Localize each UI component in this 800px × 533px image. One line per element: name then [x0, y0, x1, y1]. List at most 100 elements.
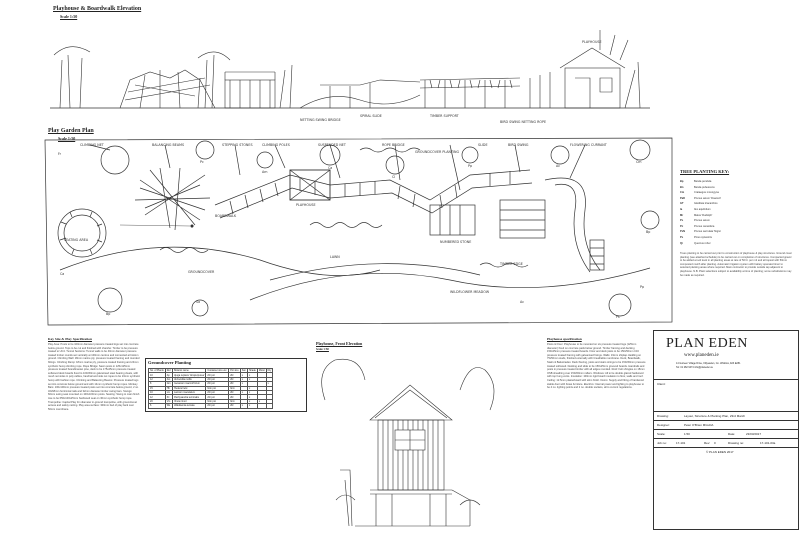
elevation-annotation: TIMBER SUPPORT — [430, 114, 459, 118]
date-label: Date: — [728, 432, 736, 436]
tree-key-name: Quercus robur — [694, 241, 711, 245]
plan-annotation: BIRD SWING — [508, 143, 529, 147]
tree-label: Cm — [636, 160, 642, 164]
tree-key-name: Prunus avium — [694, 219, 710, 223]
tree-key-code: Bn — [680, 185, 684, 189]
plan-annotation: SEATING AREA — [64, 238, 89, 242]
tree-key-code: PaD — [680, 196, 686, 200]
dwg-no-value: 17-101-03a — [760, 441, 776, 445]
tree-key-name: Pinus sylvestris — [694, 236, 712, 239]
title-block: PLAN EDEN www.planeden.ie 14 Gurteen Vil… — [653, 330, 799, 530]
tree-key-code: Ps — [680, 219, 684, 223]
elevation-title: Playhouse & Boardwalk Elevation — [53, 6, 142, 12]
tree-key-item: Bn Betula pubescens — [680, 186, 715, 189]
spec-left-title: Key Site & Play Specification — [48, 337, 92, 341]
scale-label: Scale: — [657, 432, 666, 436]
date-value: 23/03/2017 — [746, 432, 762, 436]
drawing-value: Layout, Structure & Planting Plan, 23rd … — [684, 414, 746, 418]
designer-value: Peter O'Brien MGLDA — [684, 423, 714, 427]
tree-label: Cl — [392, 175, 396, 179]
groundcover-cell: x — [239, 403, 248, 409]
plan-title: Play Garden Plan — [48, 128, 94, 134]
tree-key-name: Prunus avium 'Dowcett' — [694, 196, 721, 200]
elevation-annotation: BIRD SWING NETTING ROPE — [500, 120, 547, 124]
tree-label: Ac — [520, 300, 525, 304]
tree-key-code: Mr — [680, 213, 684, 217]
groundcover-cell: x — [246, 403, 258, 409]
front-elevation-scale: Scale 1:50 — [316, 347, 329, 351]
plan-annotation: LAWN — [330, 255, 340, 259]
drawing-label: Drawing: — [657, 414, 669, 418]
tree-key-code: Cm — [680, 191, 685, 195]
plan-annotation: GROUNDCOVER PLANTING — [415, 150, 460, 154]
groundcover-cell: Waldsteinia ternata — [172, 403, 207, 409]
tree-key-code: Pc — [680, 224, 684, 228]
tree-label: Fr — [58, 152, 62, 156]
tree-key-name: Prunus cerasifera — [694, 224, 715, 228]
tree-key-name: Gleditsia triacanthos — [694, 202, 718, 206]
plan-annotation: WILDFLOWER MEADOW — [450, 290, 490, 294]
tree-key-code: Ia — [680, 208, 683, 211]
tree-label: Ca — [328, 166, 333, 170]
elevation-annotation: SPIRAL SLIDE — [360, 114, 382, 118]
job-value: 17-101 — [676, 441, 686, 445]
plan-annotation: NUMBERED STONE — [440, 240, 472, 244]
tree-label: Sa — [196, 300, 201, 304]
tree-key-title: TREE PLANTING KEY: — [680, 169, 730, 174]
tree-label: Am — [262, 170, 268, 174]
tree-key-code: Ps — [680, 236, 684, 239]
rev-label: Rev: — [704, 441, 711, 445]
plan-annotation: STEPPING STONES — [222, 143, 253, 147]
job-label: Job no: — [657, 441, 667, 445]
tree-label: Bp — [106, 312, 111, 316]
brand-url: www.planeden.ie — [684, 353, 719, 358]
elevation-annotation: PLAYHOUSE — [582, 40, 602, 44]
tree-key-item: Qr Quercus robur — [680, 242, 711, 245]
spec-right-text: Posts & Floor: Playhouse to be mounted o… — [547, 343, 646, 390]
plan-annotation: SUSPENDED NET — [318, 143, 346, 147]
groundcover-cell: Ws — [164, 403, 174, 409]
plan-annotation: ROPE BRIDGE — [382, 143, 405, 147]
plan-annotation: PLAYHOUSE — [296, 203, 316, 207]
tree-label: Bp — [646, 230, 651, 234]
tree-key-item: Mr Malus 'Rudolph' — [680, 214, 712, 217]
tree-key-name: Crataegus monogyna — [694, 191, 719, 195]
tree-key-name: Ilex aquifolium — [694, 208, 711, 211]
tree-label: Pp — [640, 285, 645, 289]
tree-key-item: Ps Prunus avium — [680, 219, 710, 222]
tree-key-name: Malus 'Rudolph' — [694, 213, 713, 217]
tree-key-item: Bp Betula pendula — [680, 180, 711, 183]
plan-annotation: GROUNDCOVER — [188, 270, 215, 274]
brand-name: PLAN EDEN — [666, 336, 748, 351]
groundcover-cell: 2ltr pot — [205, 403, 230, 409]
designer-label: Designer: — [657, 423, 670, 427]
tree-key-name: Betula pubescens — [694, 185, 715, 189]
groundcover-cell — [265, 403, 274, 409]
tree-key-name: Betula pendula — [694, 180, 712, 183]
spec-right-title: Playhouse specification — [547, 337, 582, 341]
elevation-scale: Scale 1:50 — [60, 14, 78, 19]
tree-key-code: GT — [680, 202, 684, 206]
tree-label: Pc — [200, 160, 204, 164]
rev-value: 0 — [714, 441, 716, 445]
plan-annotation: FLOWERING CURRANT — [570, 143, 607, 147]
tree-label: Ca — [60, 272, 65, 276]
tree-label: Ac — [556, 164, 561, 168]
front-elevation-title: Playhouse, Front Elevation — [316, 341, 363, 346]
tree-key-code: Bp — [680, 180, 684, 183]
brand-address: 14 Gurteen Village Drive, Killyeaden, Co… — [676, 362, 741, 365]
plan-annotation: CLIMBING NET — [80, 143, 104, 147]
plan-scale: Scale 1:50 — [58, 136, 76, 141]
play-garden-plan-drawing — [44, 137, 673, 326]
copyright: © PLAN EDEN 2017 — [706, 450, 734, 454]
plan-annotation: TIMBER EDGE — [500, 262, 523, 266]
tree-key-code: Qr — [680, 241, 684, 245]
groundcover-cell — [256, 403, 267, 409]
